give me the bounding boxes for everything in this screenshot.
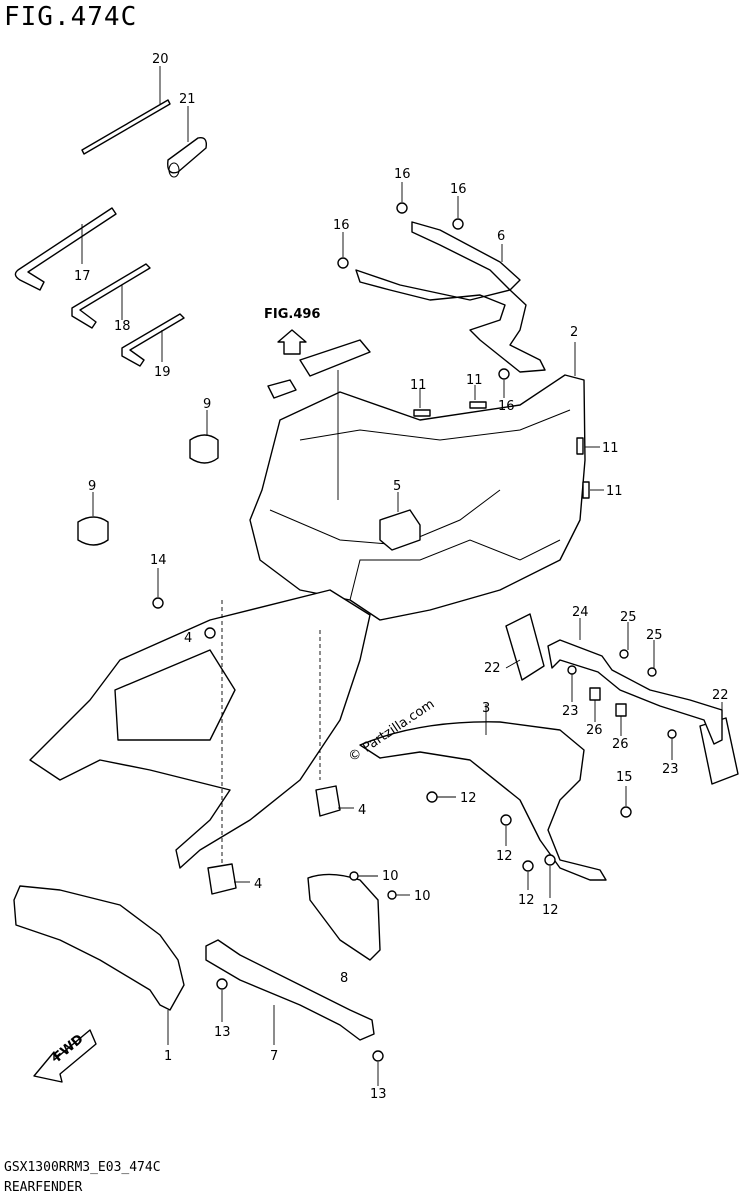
part-4-nut[interactable] [204,627,216,639]
diagram-code: GSX1300RRM3_E03_474C [4,1160,161,1175]
part-4-cushions[interactable] [207,785,354,895]
callout: 26 [612,737,629,752]
callout: 6 [497,229,505,244]
callout: 13 [214,1025,231,1040]
callout: 10 [382,869,399,884]
callout: 25 [620,610,637,625]
callout: 4 [184,631,192,646]
part-19-hex-wrench[interactable] [121,313,185,367]
label-sticker-small [267,379,297,399]
callout: 8 [340,971,348,986]
callout: 16 [450,182,467,197]
callout: 16 [498,399,515,414]
part-20-rod[interactable] [81,66,171,155]
reference-arrow[interactable] [277,329,307,355]
part-6-bracket[interactable] [355,221,546,373]
part-13-bolts[interactable] [216,978,384,1086]
part-26-cushions[interactable] [589,687,627,736]
reference-label[interactable]: FIG.496 [264,307,320,322]
part-16-bolts[interactable] [337,182,510,398]
part-11-clips[interactable] [413,385,604,499]
part-8-cover[interactable] [307,873,381,961]
part-9-cushions[interactable] [77,410,219,546]
part-21-handle[interactable] [167,106,208,178]
part-24-bracket[interactable] [547,618,723,745]
callout: 23 [562,704,579,719]
part-25-screws[interactable] [619,622,657,677]
part-10-screws[interactable] [349,871,410,900]
callout: 15 [616,770,633,785]
part-5-relay[interactable] [379,492,421,551]
part-18-hex-wrench[interactable] [71,263,151,329]
part-2-rear-fender[interactable] [249,342,586,621]
callout: 22 [484,661,501,676]
callout: 9 [203,397,211,412]
callout-numbers: 20 21 17 18 19 16 16 16 6 2 11 11 16 11 … [74,52,729,1102]
callout: 12 [518,893,535,908]
callout: 17 [74,269,91,284]
part-1-undertray[interactable] [13,885,185,1045]
callout: 11 [606,484,623,499]
label-sticker [299,339,371,377]
callout: 11 [466,373,483,388]
part-frame-body[interactable] [29,589,371,870]
callout: 13 [370,1087,387,1102]
callout: 25 [646,628,663,643]
callout: 4 [358,803,366,818]
callout: 21 [179,92,196,107]
callout: 12 [460,791,477,806]
part-14-bolt[interactable] [152,568,164,609]
callout: 5 [393,479,401,494]
callout: 12 [496,849,513,864]
callout: 12 [542,903,559,918]
callout: 4 [254,877,262,892]
callout: 18 [114,319,131,334]
callout: 24 [572,605,589,620]
callout: 16 [333,218,350,233]
diagram-name: REARFENDER [4,1180,83,1195]
fwd-arrow: FWD [33,1029,97,1083]
callout: 9 [88,479,96,494]
callout: 14 [150,553,167,568]
part-7-bracket[interactable] [205,939,375,1045]
callout: 11 [410,378,427,393]
callout: 19 [154,365,171,380]
callout: 7 [270,1049,278,1064]
callout: 22 [712,688,729,703]
callout: 1 [164,1049,172,1064]
part-17-hex-wrench[interactable] [14,207,117,291]
callout: 2 [570,325,578,340]
part-15-bolt[interactable] [620,786,632,818]
callout: 10 [414,889,431,904]
callout: 16 [394,167,411,182]
callout: 20 [152,52,169,67]
callout: 26 [586,723,603,738]
callout: 11 [602,441,619,456]
callout: 3 [482,701,490,716]
part-3-inner-fender[interactable] [359,704,607,881]
figure-title: FIG.474C [4,2,138,32]
part-23-nuts[interactable] [567,665,677,760]
part-12-screws[interactable] [426,791,556,898]
callout: 23 [662,762,679,777]
